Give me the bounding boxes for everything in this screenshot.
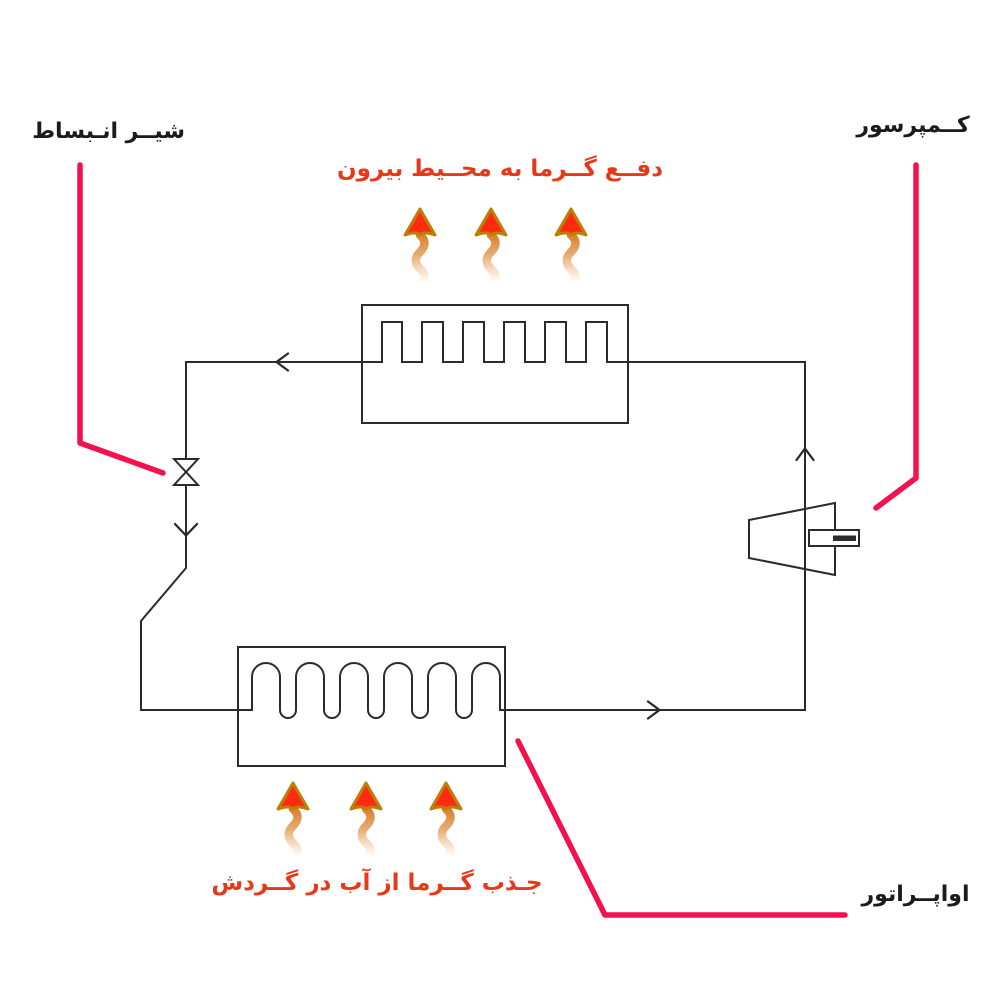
condenser-coil [361,304,629,424]
expansion-valve-label: شیــر انـبساط [32,119,185,144]
compressor [748,501,860,577]
expansion-valve [171,458,201,486]
evaporator-coil [237,646,506,767]
flow-arrow-up-icon [795,446,815,462]
evaporator-label: اواپــراتور [861,882,970,907]
evaporator-leader-line [515,738,848,918]
heat-arrow-icon [278,783,308,857]
heat-rejection-label: دفــع گــرما به محــیط بیرون [336,156,663,182]
compressor-leader-line [873,162,919,511]
expansion-valve-leader-line [77,162,166,476]
flow-arrow-down-icon [173,522,199,538]
flow-arrow-left-icon [274,352,290,372]
flow-arrow-right-icon [646,700,662,720]
heat-arrow-icon [476,209,506,283]
heat-absorption-label: جـذب گــرما از آب در گــردش [211,870,543,896]
refrigerant-loop-pipes [140,361,806,719]
heat-arrow-icon [556,209,586,283]
compressor-label: کــمپرسور [856,113,970,138]
heat-arrow-icon [351,783,381,857]
heat-arrow-icon [405,209,435,283]
heat-arrow-icon [431,783,461,857]
